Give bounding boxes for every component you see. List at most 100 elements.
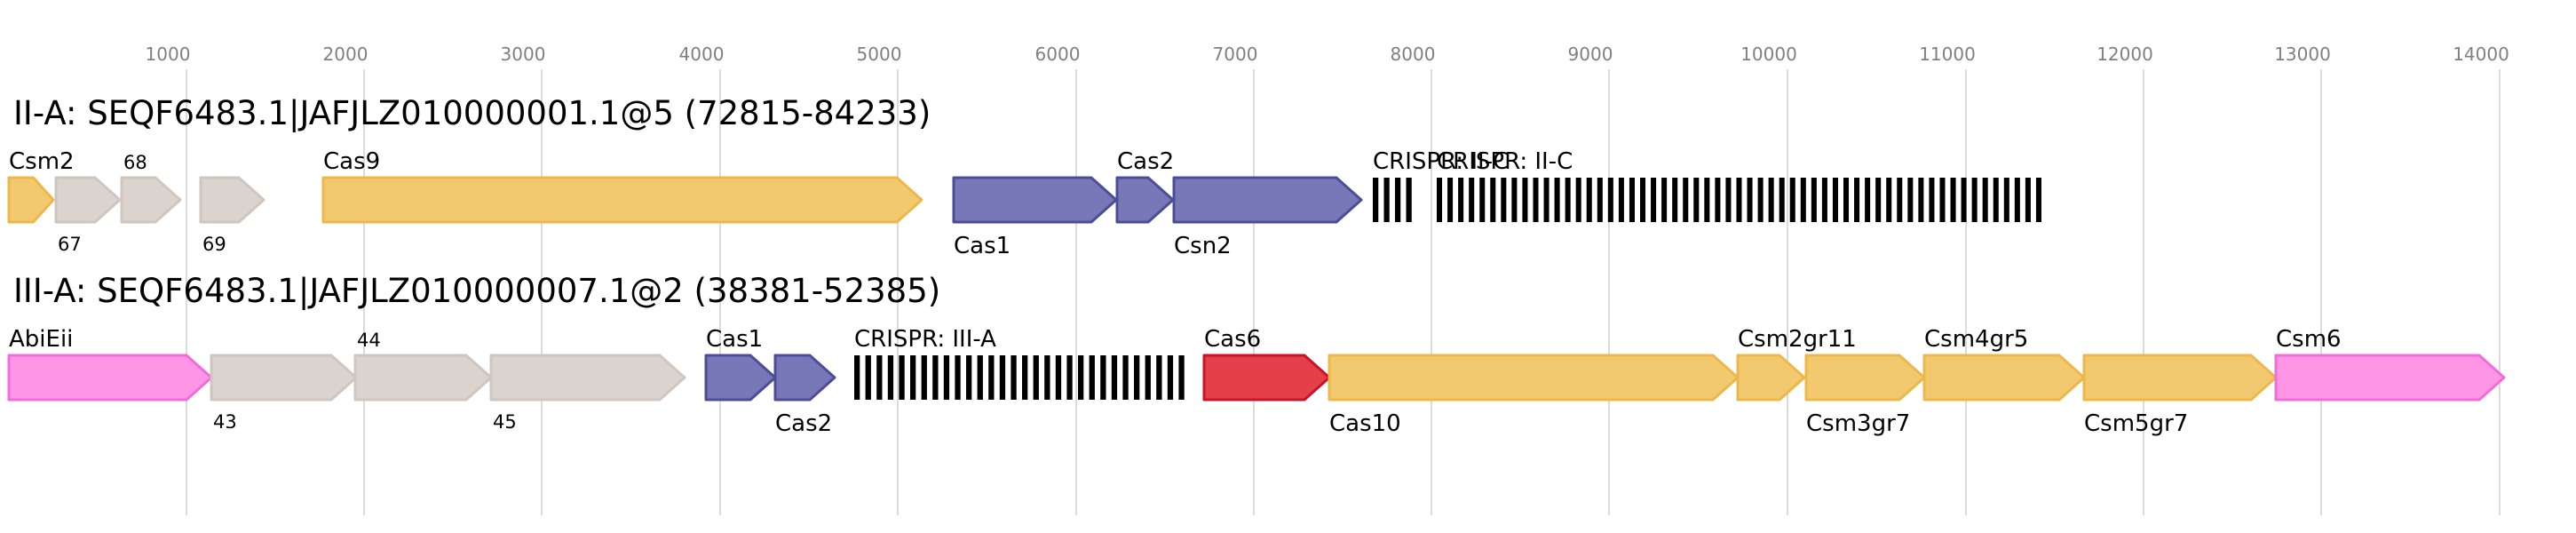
gene-label-44: 44 <box>357 330 381 351</box>
gene-label-67: 67 <box>58 234 82 255</box>
crispr-repeat <box>1033 355 1039 400</box>
crispr-repeat <box>1725 178 1732 222</box>
crispr-repeat <box>943 355 950 400</box>
crispr-repeat <box>1458 178 1464 222</box>
crispr-repeat <box>1800 178 1806 222</box>
crispr-repeat <box>1533 178 1539 222</box>
crispr-repeat <box>1167 355 1174 400</box>
gene-arrow-cas1 <box>704 354 777 402</box>
crispr-repeat <box>1693 178 1700 222</box>
gene-arrow-csm6 <box>2274 354 2506 402</box>
track-iii-a: AbiEii434445Cas1Cas2Cas6Cas10Csm2gr11Csm… <box>7 326 2506 437</box>
crispr-repeat <box>1907 178 1914 222</box>
gene-arrow-cas9 <box>321 176 923 224</box>
crispr-repeat <box>1156 355 1162 400</box>
tick-label: 1000 <box>146 44 191 65</box>
crispr-repeat <box>1865 178 1871 222</box>
crispr-repeat <box>932 355 939 400</box>
gene-label-csm2: Csm2 <box>9 148 75 175</box>
gene-arrow-abieii <box>7 354 213 402</box>
tick-label: 7000 <box>1213 44 1258 65</box>
crispr-repeat <box>1843 178 1850 222</box>
crispr-repeat <box>1757 178 1764 222</box>
crispr-repeat <box>1597 178 1603 222</box>
crispr-repeat <box>1145 355 1151 400</box>
crispr-repeat <box>1111 355 1118 400</box>
crispr-repeat <box>1886 178 1892 222</box>
crispr-repeat <box>1607 178 1613 222</box>
crispr-repeat <box>887 355 894 400</box>
crispr-repeat <box>1683 178 1689 222</box>
gene-arrow-csm5gr7 <box>2082 354 2278 402</box>
crispr-repeat <box>977 355 983 400</box>
gene-arrow-cas1 <box>952 176 1118 224</box>
gene-label-45: 45 <box>493 411 517 433</box>
grid-lines <box>186 69 2501 515</box>
crispr-repeat <box>1383 178 1390 222</box>
crispr-repeat <box>1789 178 1795 222</box>
track-title-iii-a: III-A: SEQF6483.1|JAFJLZ010000007.1@2 (3… <box>13 272 940 310</box>
crispr-repeat <box>1961 178 1967 222</box>
gene-arrow-cas10 <box>1328 354 1740 402</box>
crispr-repeat <box>1875 178 1882 222</box>
gene-label-csm6: Csm6 <box>2276 326 2342 353</box>
crispr-repeat <box>1490 178 1496 222</box>
crispr-repeat <box>1832 178 1838 222</box>
gene-label-43: 43 <box>213 411 237 433</box>
gene-label-69: 69 <box>202 234 226 255</box>
crispr-repeat <box>1089 355 1095 400</box>
crispr-repeat <box>1479 178 1486 222</box>
tick-label: 4000 <box>679 44 725 65</box>
tick-label: 14000 <box>2453 44 2509 65</box>
tick-label: 8000 <box>1391 44 1436 65</box>
crispr-repeat <box>1747 178 1753 222</box>
crispr-repeat <box>1395 178 1401 222</box>
gene-arrow-csm4gr5 <box>1922 354 2086 402</box>
crispr-repeat <box>1373 178 1379 222</box>
crispr-repeat <box>1715 178 1721 222</box>
tick-label: 11000 <box>1919 44 1976 65</box>
crispr-repeat <box>1811 178 1817 222</box>
crispr-repeat <box>955 355 961 400</box>
crispr-repeat <box>966 355 972 400</box>
crispr-repeat <box>1939 178 1946 222</box>
crispr-repeat <box>1897 178 1903 222</box>
crispr-repeat <box>1672 178 1678 222</box>
gene-label-csm2gr11: Csm2gr11 <box>1738 326 1857 353</box>
gene-arrow-67 <box>54 176 122 224</box>
gene-label-cas1: Cas1 <box>954 233 1011 259</box>
crispr-repeat <box>1078 355 1084 400</box>
gene-label-68: 68 <box>123 152 147 173</box>
crispr-repeat <box>1406 178 1412 222</box>
crispr-array <box>1437 178 2041 222</box>
crispr-repeat <box>1122 355 1129 400</box>
crispr-repeat <box>1929 178 1935 222</box>
crispr-repeat <box>1437 178 1443 222</box>
crispr-repeat <box>1522 178 1528 222</box>
crispr-repeat <box>1854 178 1860 222</box>
crispr-repeat <box>1011 355 1017 400</box>
crispr-repeat <box>1704 178 1710 222</box>
crispr-array <box>1373 178 1412 222</box>
crispr-repeat <box>988 355 995 400</box>
crispr-repeat <box>1736 178 1742 222</box>
crispr-repeat <box>1651 178 1657 222</box>
gene-label-cas6: Cas6 <box>1204 326 1261 353</box>
crispr-label: CRISPR: II-C <box>1373 148 1509 175</box>
gene-label-cas2: Cas2 <box>775 410 832 437</box>
crispr-repeat <box>1501 178 1507 222</box>
crispr-label: CRISPR: III-A <box>854 326 996 353</box>
crispr-repeat <box>1993 178 1999 222</box>
crispr-repeat <box>1469 178 1475 222</box>
crispr-repeat <box>999 355 1006 400</box>
tick-label: 6000 <box>1035 44 1081 65</box>
crispr-repeat <box>921 355 927 400</box>
gene-label-cas10: Cas10 <box>1329 410 1401 437</box>
tick-label: 13000 <box>2274 44 2331 65</box>
crispr-repeat <box>1511 178 1518 222</box>
gene-arrow-45 <box>489 354 686 402</box>
crispr-repeat <box>1565 178 1571 222</box>
tick-label: 2000 <box>323 44 369 65</box>
